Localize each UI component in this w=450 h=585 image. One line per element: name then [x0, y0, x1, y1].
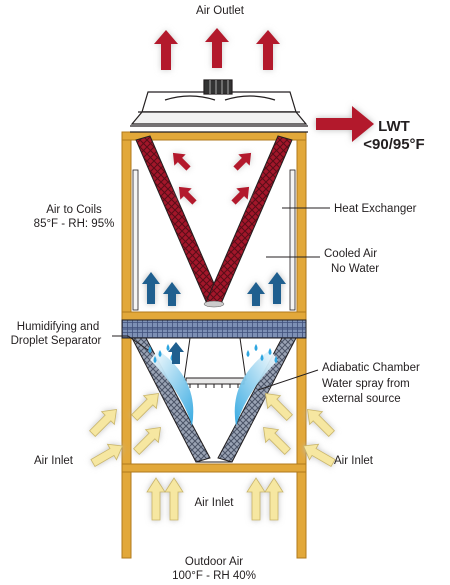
air-outlet-arrows [154, 28, 280, 70]
middle-beam [121, 311, 307, 321]
adiabatic-chamber-label: Adiabatic Chamber [322, 362, 420, 374]
warm-air-arrows [172, 152, 252, 205]
outlet-arrow-center [205, 28, 229, 68]
leader-adiabatic [257, 369, 319, 391]
inlet-arrow-left-4 [90, 443, 123, 468]
inlet-arrow-right-1 [265, 393, 293, 421]
outdoor-air-label: Outdoor Air [185, 556, 243, 568]
leader-lines [112, 207, 330, 391]
lwt-arrow [316, 106, 374, 142]
coil-base [203, 300, 225, 308]
inlet-arrow-left-1 [89, 409, 117, 437]
warm-arrow-3 [178, 186, 197, 205]
cool-arrow-2 [163, 282, 181, 306]
coil-box-rails [132, 169, 296, 311]
cool-arrow-1 [142, 272, 160, 304]
lwt-title: LWT [378, 118, 410, 135]
cool-arrow-5 [168, 342, 184, 364]
left-pad [131, 337, 211, 463]
outlet-arrow-right [256, 30, 280, 70]
warm-arrow-1 [172, 152, 191, 171]
heat-exchanger-label: Heat Exchanger [334, 203, 417, 215]
inlet-arrow-right-3 [263, 427, 291, 455]
air-outlet-label: Air Outlet [196, 5, 245, 17]
no-water-label: No Water [331, 263, 379, 275]
fan-housing [130, 79, 308, 133]
cool-arrow-3 [247, 282, 265, 306]
cooled-air-arrows [142, 272, 286, 364]
inlet-arrows [89, 393, 336, 521]
warm-arrow-4 [231, 186, 250, 205]
inlet-arrow-right-2 [307, 409, 335, 437]
inlet-arrow-bottom-1 [146, 477, 166, 521]
outdoor-air-conditions: 100°F - RH 40% [172, 570, 256, 582]
spray-manifold [183, 337, 247, 381]
external-source-label: external source [322, 393, 401, 405]
inlet-arrow-bottom-3 [246, 477, 266, 521]
cool-arrow-4 [268, 272, 286, 304]
outlet-arrow-left [154, 30, 178, 70]
humidifying-label: Humidifying and [17, 321, 99, 333]
droplet-separator-label: Droplet Separator [11, 335, 102, 347]
inlet-arrow-bottom-2 [164, 477, 184, 521]
air-inlet-left-label: Air Inlet [34, 455, 74, 467]
heat-exchanger-coils [135, 135, 293, 307]
inlet-arrow-left-2 [131, 393, 159, 421]
water-spray-label: Water spray from [322, 378, 410, 390]
left-leg [121, 137, 132, 559]
water-spray [150, 350, 278, 426]
air-to-coils-label: Air to Coils [46, 204, 102, 216]
nozzle-rack [185, 377, 245, 385]
leader-humidifying [112, 335, 149, 351]
fan-motor [203, 79, 233, 95]
air-inlet-bottom-label: Air Inlet [195, 497, 235, 509]
adiabatic-chamber [131, 337, 297, 463]
lwt-value: <90/95°F [363, 136, 424, 153]
cooled-air-label: Cooled Air [324, 248, 377, 260]
inlet-arrow-left-3 [133, 427, 161, 455]
right-leg [296, 137, 307, 559]
inlet-arrow-bottom-4 [264, 477, 284, 521]
air-inlet-right-label: Air Inlet [334, 455, 374, 467]
warm-arrow-2 [233, 152, 252, 171]
lower-beam [121, 463, 307, 473]
air-to-coils-conditions: 85°F - RH: 95% [34, 218, 115, 230]
inlet-arrow-right-4 [303, 443, 336, 468]
